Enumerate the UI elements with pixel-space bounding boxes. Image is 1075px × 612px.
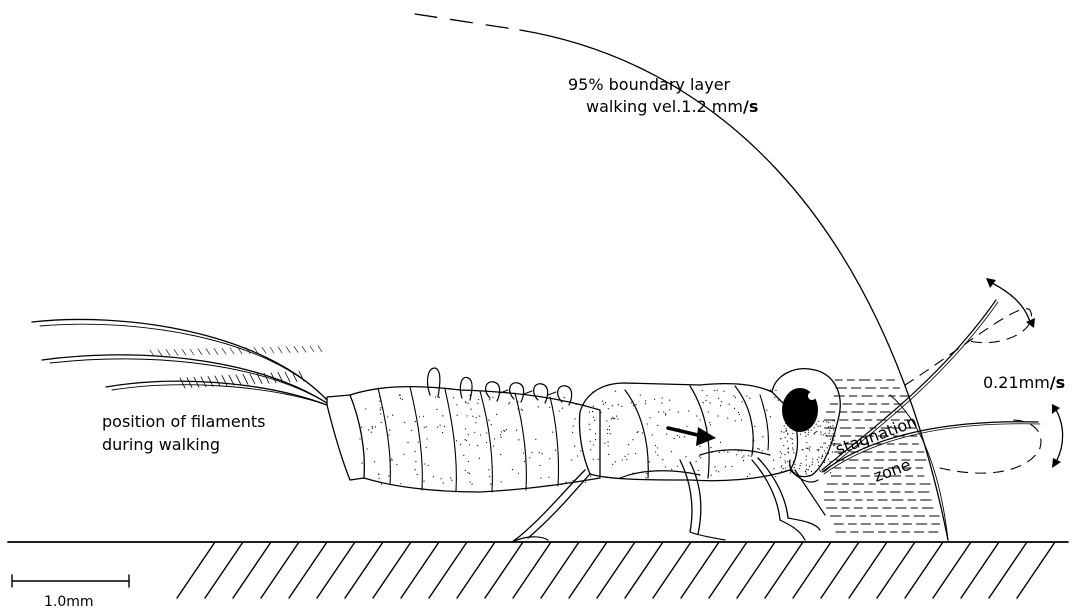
substrate-hatching (177, 542, 1055, 598)
labels: 95% boundary layer walking vel.1.2 mm/s … (44, 75, 1065, 610)
compound-eye-icon (782, 388, 818, 432)
filaments-walking-label: during walking (102, 435, 220, 454)
filament-velocity-label: 0.21mm/s (983, 373, 1065, 392)
filaments-position-label: position of filaments (102, 412, 265, 431)
zone-label: zone (871, 455, 913, 486)
boundary-layer-label: 95% boundary layer (568, 75, 731, 94)
tail-filaments (32, 319, 327, 405)
antenna-sweep-arrow-icon (1052, 404, 1063, 468)
scale-bar-label: 1.0mm (44, 594, 94, 610)
body-stipple (359, 390, 835, 486)
scale-bar (12, 575, 129, 587)
walking-velocity-label: walking vel.1.2 mm/s (586, 97, 758, 116)
substrate-ground (8, 542, 1068, 598)
abdominal-gills (428, 368, 572, 405)
